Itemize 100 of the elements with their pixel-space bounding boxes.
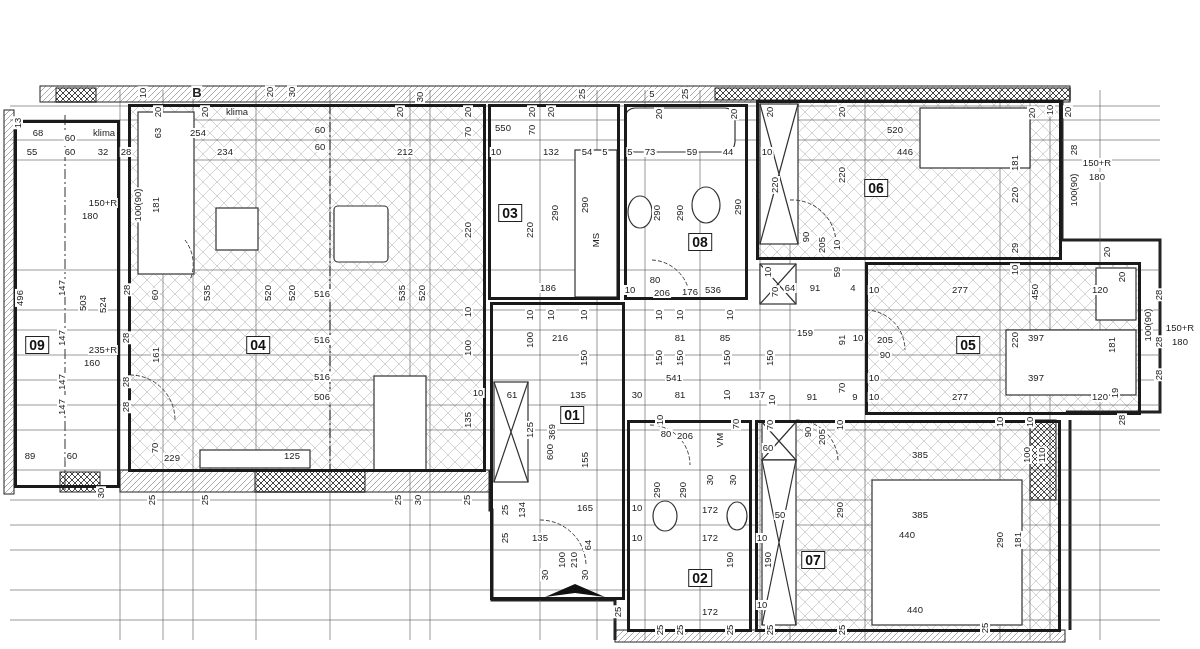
dimension-label: 20 <box>463 105 473 119</box>
dimension-label: 60 <box>63 147 77 157</box>
dimension-label: 20 <box>153 105 163 119</box>
window-label: 180 <box>1171 337 1189 347</box>
dimension-label: 10 <box>755 533 769 543</box>
dimension-label: 520 <box>287 284 297 302</box>
dimension-label: 503 <box>78 294 88 312</box>
dimension-label: 28 <box>1154 335 1164 349</box>
dimension-label: 100(90) <box>133 187 143 223</box>
dimension-label: 277 <box>951 392 969 402</box>
dimension-label: 91 <box>837 333 847 347</box>
dimension-label: 80 <box>648 275 662 285</box>
dimension-label: 220 <box>837 166 847 184</box>
dimension-label: 159 <box>796 328 814 338</box>
room-number: 08 <box>688 233 712 251</box>
dimension-label: 81 <box>673 333 687 343</box>
dimension-label: 20 <box>1117 270 1127 284</box>
dimension-label: 161 <box>151 346 161 364</box>
dimension-label: 60 <box>313 142 327 152</box>
dimension-label: 30 <box>728 473 738 487</box>
window-label: 150+R <box>1164 323 1196 333</box>
dimension-label: 10 <box>995 415 1005 429</box>
dimension-label: 440 <box>898 530 916 540</box>
dimension-label: 10 <box>722 388 732 402</box>
dimension-label: 90 <box>878 350 892 360</box>
dimension-label: 20 <box>765 105 775 119</box>
dimension-label: 535 <box>202 284 212 302</box>
dimension-label: 59 <box>685 147 699 157</box>
dimension-label: 536 <box>704 285 722 295</box>
window-label: 150+R <box>1081 158 1113 168</box>
room-number: 05 <box>956 336 980 354</box>
room-number: 04 <box>246 336 270 354</box>
dimension-label: 176 <box>681 287 699 297</box>
dimension-label: 150 <box>722 349 732 367</box>
dimension-label: 60 <box>313 125 327 135</box>
dimension-label: 25 <box>725 623 735 637</box>
dimension-label: 535 <box>397 284 407 302</box>
dimension-label: 205 <box>817 428 827 446</box>
dimension-label: 147 <box>57 279 67 297</box>
dimension-label: 120 <box>1091 392 1109 402</box>
dimension-label: 29 <box>1010 241 1020 255</box>
dimension-label: 220 <box>525 221 535 239</box>
room-number: 07 <box>801 551 825 569</box>
dimension-label: 10 <box>867 285 881 295</box>
dimension-label: 20 <box>395 105 405 119</box>
dimension-label: 385 <box>911 450 929 460</box>
room-number: 02 <box>688 569 712 587</box>
dimension-label: 172 <box>701 607 719 617</box>
dimension-label: 30 <box>96 486 106 500</box>
dimension-label: 70 <box>770 285 780 299</box>
dimension-label: 20 <box>654 107 664 121</box>
dimension-label: 10 <box>630 533 644 543</box>
dimension-label: 19 <box>1110 386 1120 400</box>
window-label: 150+R <box>87 198 119 208</box>
dimension-label: 147 <box>57 329 67 347</box>
dimension-label: 20 <box>1027 106 1037 120</box>
dimension-label: 30 <box>630 390 644 400</box>
dimension-label: 63 <box>153 126 163 140</box>
dimension-label: 70 <box>463 125 473 139</box>
dimension-label: 229 <box>163 453 181 463</box>
dimension-label: 234 <box>216 147 234 157</box>
dimension-label: 110 <box>1037 446 1047 464</box>
dimension-label: 28 <box>122 283 132 297</box>
dimension-label: 64 <box>583 538 593 552</box>
dimension-label: 10 <box>1025 415 1035 429</box>
dimension-label: 277 <box>951 285 969 295</box>
room-outline <box>865 262 1141 415</box>
dimension-label: 28 <box>1154 288 1164 302</box>
dimension-label: 20 <box>546 105 556 119</box>
dimension-label: 150 <box>675 349 685 367</box>
dimension-label: 59 <box>832 265 842 279</box>
dimension-label: 4 <box>849 283 857 293</box>
dimension-label: 254 <box>189 128 207 138</box>
dimension-label: 600 <box>545 443 555 461</box>
dimension-label: 28 <box>1117 413 1127 427</box>
dimension-label: 25 <box>200 493 210 507</box>
dimension-label: 290 <box>733 198 743 216</box>
dimension-label: 25 <box>462 493 472 507</box>
dimension-label: 186 <box>539 283 557 293</box>
dimension-label: 385 <box>911 510 929 520</box>
dimension-label: 10 <box>760 147 774 157</box>
dimension-label: 205 <box>817 236 827 254</box>
dimension-label: 135 <box>531 533 549 543</box>
dimension-label: 20 <box>527 105 537 119</box>
dimension-label: 446 <box>896 147 914 157</box>
dimension-label: 54 <box>580 147 594 157</box>
dimension-label: 150 <box>654 349 664 367</box>
dimension-label: 216 <box>551 333 569 343</box>
dimension-label: 91 <box>808 283 822 293</box>
dimension-label: 210 <box>569 551 579 569</box>
dimension-label: 10 <box>471 388 485 398</box>
dimension-label: 10 <box>835 418 845 432</box>
dimension-label: 70 <box>731 417 741 431</box>
dimension-label: 60 <box>63 133 77 143</box>
dimension-label: 25 <box>393 493 403 507</box>
window-label: 180 <box>81 211 99 221</box>
dimension-label: 25 <box>837 623 847 637</box>
dimension-label: 28 <box>121 400 131 414</box>
dimension-label: 120 <box>1091 285 1109 295</box>
dimension-label: 137 <box>748 390 766 400</box>
